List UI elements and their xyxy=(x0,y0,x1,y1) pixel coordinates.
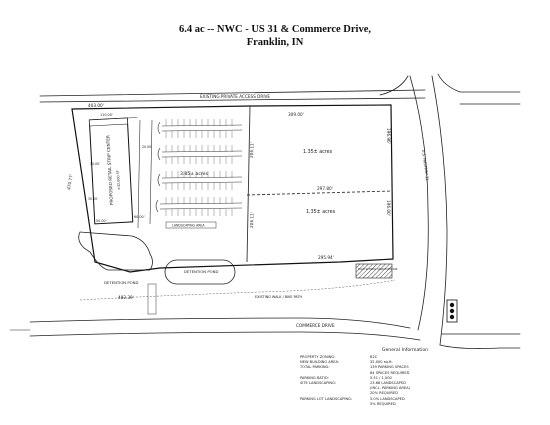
info-key: PARKING LOT LANDSCAPING: xyxy=(300,396,353,401)
commerce-east-edge xyxy=(439,344,521,349)
dim-vertical-2: 206.11' xyxy=(249,212,255,228)
us31-east-edge xyxy=(431,75,448,346)
commerce-drive-south-edge xyxy=(29,331,421,341)
info-row: TOTAL PARKING: 139 PARKING SPACES xyxy=(300,365,480,370)
walk-path-label: EXISTING WALK / BIKE PATH xyxy=(255,295,303,299)
retail-details-label: ±32,000 SF xyxy=(116,170,121,190)
high-school-sign-label: HIGH SCHOOL SIGN EXTERIOR xyxy=(358,267,398,271)
info-row: 20% REQUIRED xyxy=(300,391,480,396)
detention-pond-west-label: DETENTION POND xyxy=(104,280,138,285)
info-row: PARKING LOT LANDSCAPING: 5.0% LANDSCAPED xyxy=(300,397,480,402)
dim-bottom-left: 482.39' xyxy=(118,295,134,300)
private-drive-label: EXISTING PRIVATE ACCESS DRIVE xyxy=(200,94,270,99)
info-row: PROPERTY ZONING: B2C xyxy=(300,355,480,360)
commerce-drive-north-edge xyxy=(29,317,411,329)
info-row: NEW BUILDING AREA: 32,000 sq.ft. xyxy=(300,360,480,365)
info-value: B2C xyxy=(370,355,378,359)
info-key: SITE LANDSCAPING: xyxy=(300,381,337,386)
info-key: PARKING RATIO: xyxy=(300,375,329,380)
plan-title-line1: 6.4 ac -- NWC - US 31 & Commerce Drive, xyxy=(179,24,371,35)
general-information-title: General Information xyxy=(381,348,429,353)
info-key xyxy=(300,402,370,407)
info-row: 5% REQUIRED xyxy=(300,402,480,407)
walk-path xyxy=(79,279,396,301)
parking-stalls xyxy=(165,119,233,216)
parcel-a-area-label: 1.35± acres xyxy=(303,149,333,155)
parcel-b-area-label: 1.35± acres xyxy=(306,209,336,215)
parcel-divider-vertical xyxy=(246,105,251,263)
detention-pond-center-label: DETENTION POND xyxy=(184,269,218,274)
dim-top-left: 403.00' xyxy=(88,103,104,108)
info-key: NEW BUILDING AREA: xyxy=(300,360,340,365)
retail-building xyxy=(88,117,138,225)
dim-right-1: 196.96' xyxy=(386,128,391,144)
info-value: (INCL. PARKING AREA) xyxy=(370,386,410,391)
commerce-drive-label: COMMERCE DRIVE xyxy=(296,323,335,328)
dim-s2: 50.00' xyxy=(96,219,107,223)
dim-bottom-right: 295.94' xyxy=(318,255,334,260)
info-key: TOTAL PARKING: xyxy=(300,365,330,370)
info-value: 5% REQUIRED xyxy=(370,401,396,406)
info-value: 139 PARKING SPACES xyxy=(370,365,409,370)
info-row: 64 SPACES REQUIRED xyxy=(300,371,480,376)
traffic-signal xyxy=(446,299,458,323)
info-value: 64 SPACES REQUIRED xyxy=(370,370,410,375)
dim-left: 470.77' xyxy=(66,174,74,190)
info-value: 20% REQUIRED xyxy=(370,391,398,396)
info-row: SITE LANDSCAPING: 23.68 LANDSCAPED xyxy=(300,381,480,386)
plan-title-line2: Franklin, IN xyxy=(246,37,304,48)
dim-mid: 297.80' xyxy=(317,186,333,191)
high-school-sign-area xyxy=(355,263,393,279)
us31-west-edge xyxy=(409,75,429,331)
retail-center-label: PROPOSED RETAIL STRIP CENTER xyxy=(105,135,114,205)
info-key: PROPERTY ZONING: xyxy=(300,355,336,359)
info-value: 5.0% LANDSCAPED xyxy=(370,396,405,401)
private-drive-north-edge xyxy=(39,89,426,97)
private-drive-south-edge xyxy=(39,97,426,103)
pedestrian-path xyxy=(147,283,157,315)
info-value: 32,000 sq.ft. xyxy=(370,360,393,365)
dim-s1: 110.00' xyxy=(100,113,113,117)
dim-s4: 30.00' xyxy=(88,197,98,201)
dim-s5: 30.00' xyxy=(90,162,100,166)
retail-area-label: 3.85± acres xyxy=(180,171,208,177)
us31-label: U.S. HIGHWAY 31 xyxy=(421,150,429,181)
corner-curve-nw xyxy=(379,75,409,96)
info-row: (INCL. PARKING AREA) xyxy=(300,386,480,391)
detention-pond-center xyxy=(164,259,236,285)
dim-s6: 20.00' xyxy=(142,145,152,149)
info-row: PARKING RATIO: 5.51 / 1,000 xyxy=(300,376,480,381)
landscaping-label: LANDSCAPING AREA xyxy=(172,224,205,228)
dim-vertical-1: 206.11' xyxy=(249,142,255,158)
dim-right-2: 196.00' xyxy=(386,200,391,216)
parcel-divider-horizontal xyxy=(246,190,393,196)
landscaping-area xyxy=(165,221,217,229)
corner-curve-ne xyxy=(437,73,521,93)
site-boundary xyxy=(71,104,394,273)
detention-pond-west xyxy=(78,231,153,271)
dim-s3: 60.00' xyxy=(134,215,145,219)
dim-top-right: 309.00' xyxy=(288,112,304,117)
general-information-rows: PROPERTY ZONING: B2C NEW BUILDING AREA: 32,… xyxy=(300,355,480,407)
info-value: 23.68 LANDSCAPED xyxy=(370,381,406,386)
info-value: 5.51 / 1,000 xyxy=(370,375,392,380)
